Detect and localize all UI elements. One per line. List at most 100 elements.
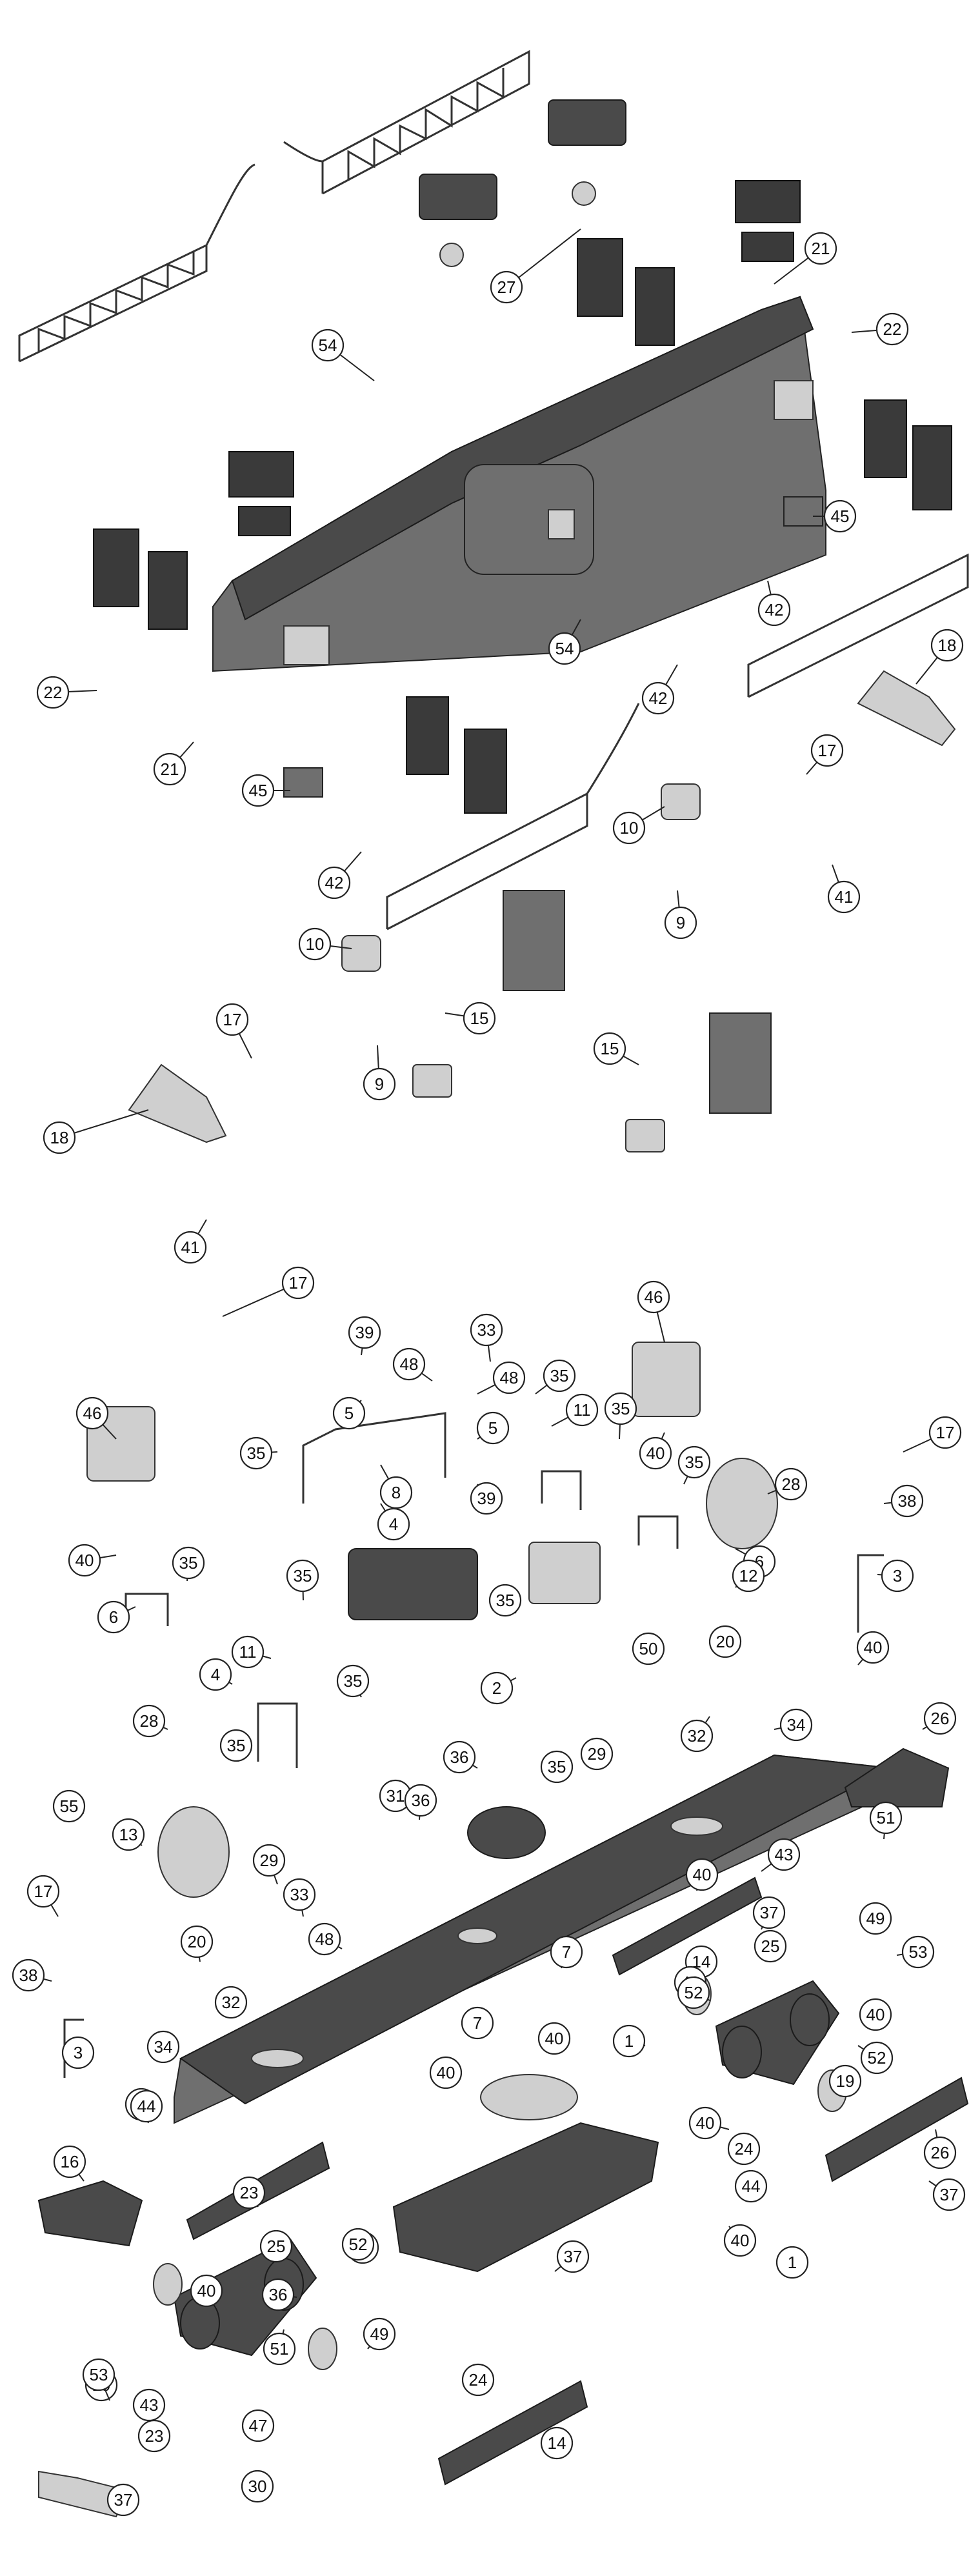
callout-35: 35 — [677, 1445, 711, 1485]
callout-circle — [612, 2024, 646, 2058]
callout-22: 22 — [851, 312, 909, 346]
callout-circle — [199, 1658, 232, 1691]
upper-mid-railing-posts — [347, 68, 505, 181]
callout-number: 35 — [685, 1453, 704, 1472]
callout-number: 34 — [787, 1715, 806, 1735]
callout-11: 11 — [231, 1635, 272, 1669]
callout-circle — [543, 1359, 576, 1393]
callout-circle — [283, 1878, 316, 1911]
callout-number: 33 — [477, 1320, 496, 1340]
callout-circle — [550, 1935, 583, 1969]
callout-circle — [53, 2145, 86, 2179]
callout-36: 36 — [404, 1784, 437, 1820]
callout-number: 32 — [688, 1726, 706, 1746]
callout-24: 24 — [461, 2363, 495, 2397]
callout-53: 53 — [82, 2358, 115, 2401]
callout-number: 36 — [412, 1791, 430, 1810]
callout-number: 45 — [831, 507, 850, 526]
callout-17: 17 — [26, 1875, 60, 1917]
callout-number: 35 — [550, 1366, 569, 1385]
callout-36: 36 — [443, 1740, 478, 1774]
callout-28: 28 — [132, 1704, 168, 1738]
callout-number: 53 — [909, 1942, 928, 1962]
callout-41: 41 — [827, 864, 861, 914]
callout-circle — [377, 1507, 410, 1541]
callout-6: 6 — [97, 1600, 136, 1634]
callout-circle — [827, 880, 861, 914]
callout-4: 4 — [199, 1658, 233, 1691]
callout-35: 35 — [172, 1546, 205, 1582]
callout-44: 44 — [130, 2089, 163, 2123]
callout-number: 1 — [625, 2031, 634, 2051]
callout-35: 35 — [336, 1664, 370, 1698]
callout-number: 21 — [812, 239, 830, 258]
callout-38: 38 — [883, 1484, 924, 1518]
callout-number: 43 — [140, 2395, 159, 2415]
callout-circle — [470, 1313, 503, 1347]
callout-number: 5 — [345, 1404, 354, 1423]
callout-20: 20 — [180, 1925, 214, 1962]
callout-number: 18 — [938, 636, 957, 655]
frame-hole-3 — [457, 1927, 497, 1944]
callout-circle — [774, 1467, 808, 1501]
callout-25: 25 — [259, 2229, 293, 2263]
callout-number: 52 — [868, 2048, 886, 2068]
callout-40: 40 — [685, 1858, 719, 1891]
callout-34: 34 — [146, 2030, 180, 2064]
callout-circle — [639, 1436, 672, 1470]
callout-circle — [43, 1121, 76, 1154]
callout-23: 23 — [137, 2419, 171, 2453]
callout-number: 52 — [349, 2235, 368, 2254]
side-louver-6 — [912, 425, 952, 510]
upper-handrail-wire-2 — [283, 141, 323, 163]
callout-circle — [488, 1584, 522, 1617]
callout-number: 28 — [782, 1474, 801, 1494]
callout-circle — [12, 1958, 45, 1992]
callout-45: 45 — [813, 499, 857, 533]
callout-circle — [153, 752, 186, 786]
callout-15: 15 — [445, 1001, 496, 1035]
callout-35: 35 — [488, 1584, 522, 1617]
callout-circle — [930, 629, 964, 662]
motor — [348, 1548, 478, 1620]
end-plate-upper — [857, 670, 956, 747]
callout-circle — [708, 1625, 742, 1658]
callout-circle — [241, 2409, 275, 2442]
callout-number: 54 — [555, 639, 574, 658]
callout-circle — [231, 1635, 265, 1669]
callout-43: 43 — [132, 2388, 166, 2422]
callout-circle — [565, 1393, 599, 1427]
callout-circle — [828, 2064, 862, 2098]
callout-8: 8 — [379, 1464, 413, 1509]
callout-51: 51 — [869, 1801, 903, 1840]
callout-37: 37 — [554, 2240, 590, 2273]
callout-circle — [677, 1976, 710, 2009]
callout-number: 36 — [450, 1747, 469, 1767]
callout-18: 18 — [43, 1109, 149, 1154]
callout-number: 12 — [739, 1566, 758, 1585]
callout-number: 25 — [267, 2237, 286, 2256]
callout-circle — [612, 811, 646, 845]
sensor-bracket-2 — [625, 1119, 665, 1152]
callout-number: 55 — [60, 1796, 79, 1816]
callout-circle — [923, 1702, 957, 1735]
callout-number: 24 — [469, 2370, 488, 2390]
callout-circle — [392, 1347, 426, 1381]
callout-number: 49 — [866, 1909, 885, 1928]
callout-circle — [490, 270, 523, 304]
callout-circle — [190, 2274, 223, 2308]
callout-circle — [219, 1729, 253, 1762]
side-louver-8 — [464, 729, 507, 814]
callout-32: 32 — [680, 1716, 714, 1753]
callout-52: 52 — [677, 1976, 710, 2009]
callout-2: 2 — [480, 1671, 517, 1705]
callout-circle — [859, 1902, 892, 1935]
callout-number: 38 — [19, 1966, 38, 1985]
callout-14: 14 — [685, 1945, 718, 1978]
chassis-panel-1 — [503, 890, 565, 991]
side-frame-43-lower — [437, 2380, 588, 2486]
cab-window — [548, 509, 575, 539]
flywheel-lower — [157, 1806, 230, 1898]
callout-circle — [112, 1818, 145, 1851]
